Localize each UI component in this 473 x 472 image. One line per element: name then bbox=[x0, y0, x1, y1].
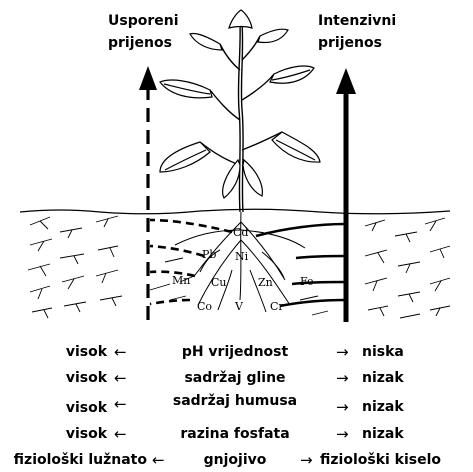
factor-left-value: visok bbox=[66, 340, 107, 364]
factor-right-value: nizak bbox=[362, 422, 404, 446]
factor-left-value: visok bbox=[66, 396, 107, 420]
element-label-v: V bbox=[234, 300, 244, 313]
slow-transport-label: Usporeni prijenos bbox=[108, 10, 179, 54]
factor-left-value: visok bbox=[66, 366, 107, 390]
factor-left-value: visok bbox=[66, 422, 107, 446]
factor-name: gnjojivo bbox=[170, 448, 300, 472]
factor-left-value: fiziološki lužnato bbox=[14, 448, 147, 472]
element-label-mn: Mn bbox=[172, 274, 190, 287]
soil-factors-table: visok ← pH vrijednost → niska visok ← sa… bbox=[0, 330, 473, 472]
left-arrow: ← bbox=[114, 366, 127, 390]
right-arrow: → bbox=[336, 340, 349, 364]
left-arrow: ← bbox=[152, 448, 165, 472]
factor-right-value: fiziološki kiselo bbox=[320, 448, 441, 472]
factor-row-fertilizer: fiziološki lužnato ← gnjojivo → fiziološ… bbox=[0, 448, 473, 472]
intensive-transport-lines bbox=[256, 224, 345, 306]
left-arrow: ← bbox=[114, 392, 127, 416]
factor-name: razina fosfata bbox=[140, 422, 330, 446]
slow-transport-lines bbox=[150, 220, 232, 304]
factor-right-value: nizak bbox=[362, 366, 404, 390]
left-arrow: ← bbox=[114, 422, 127, 446]
right-arrow: → bbox=[300, 448, 313, 472]
factor-row-ph: visok ← pH vrijednost → niska bbox=[0, 340, 473, 364]
intensive-transport-arrowhead bbox=[336, 68, 356, 94]
factor-right-value: niska bbox=[362, 340, 404, 364]
factor-row-phosphate: visok ← razina fosfata → nizak bbox=[0, 422, 473, 446]
factor-name: sadržaj humusa bbox=[140, 389, 330, 413]
element-label-fe: Fe bbox=[300, 275, 314, 288]
factor-row-humus: visok ← sadržaj humusa → nizak bbox=[0, 392, 473, 416]
element-label-ni: Ni bbox=[235, 250, 249, 263]
soil-surface-line bbox=[20, 209, 450, 214]
left-arrow: ← bbox=[114, 340, 127, 364]
right-arrow: → bbox=[336, 395, 349, 419]
right-arrow: → bbox=[336, 366, 349, 390]
factor-name: pH vrijednost bbox=[140, 340, 330, 364]
element-label-cr: Cr bbox=[270, 300, 284, 313]
element-label-cu: Cu bbox=[211, 276, 227, 289]
intensive-transport-label: Intenzivni prijenos bbox=[318, 10, 396, 54]
factor-name: sadržaj gline bbox=[140, 366, 330, 390]
plant-illustration: Cd Pb Ni Mn Cu Zn Fe Co V Cr bbox=[0, 0, 473, 330]
factor-row-clay: visok ← sadržaj gline → nizak bbox=[0, 366, 473, 390]
plant-stem bbox=[200, 22, 282, 212]
factor-right-value: nizak bbox=[362, 395, 404, 419]
element-label-cd: Cd bbox=[233, 226, 248, 239]
element-label-co: Co bbox=[197, 300, 212, 313]
element-label-zn: Zn bbox=[258, 276, 273, 289]
element-label-pb: Pb bbox=[202, 248, 216, 261]
slow-transport-arrowhead bbox=[139, 66, 157, 90]
right-arrow: → bbox=[336, 422, 349, 446]
